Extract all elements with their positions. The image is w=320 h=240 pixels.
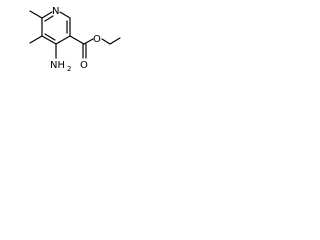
amino-subscript-label: 2 xyxy=(67,65,71,73)
double-bond-c4-c5 xyxy=(44,33,56,41)
ester-bond-carbonyl-o xyxy=(83,38,94,45)
ethyl-bond-ch2-ch3 xyxy=(109,37,121,45)
pyridine-ring xyxy=(41,11,71,45)
methyl-bond-c5 xyxy=(29,35,43,44)
ester-oxygen-label: O xyxy=(93,34,101,45)
bond-c6-n1 xyxy=(41,11,53,19)
bond-c4-c5 xyxy=(41,35,57,45)
bond-n1-c2 xyxy=(59,11,71,19)
ring-nitrogen-label: N xyxy=(52,6,59,17)
methyl-bond-c6 xyxy=(29,10,43,19)
bond-c3-c4 xyxy=(55,35,71,45)
chemical-structure: N NH 2 O O xyxy=(29,6,121,73)
carbonyl-oxygen-label: O xyxy=(80,60,88,71)
ester-bond-c3-carbonyl xyxy=(69,35,85,45)
double-bond-c6-n1 xyxy=(44,15,54,22)
ethyl-bond-o-ch2 xyxy=(101,38,111,45)
amino-label: NH xyxy=(50,60,65,71)
